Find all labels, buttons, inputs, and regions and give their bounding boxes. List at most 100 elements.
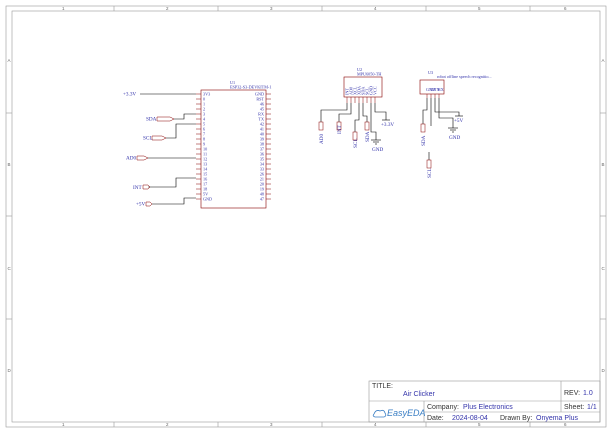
esp32-right-pin-label: 40 (260, 131, 264, 136)
esp32-part-name: ESP32-S3-DEVKITM-1 (230, 85, 271, 90)
esp32-left-pin-label: 5 (203, 121, 205, 126)
esp32-right-pin-label: 41 (260, 126, 264, 131)
sda-port-mpu (364, 121, 370, 131)
col-label: 3 (270, 422, 273, 427)
row-label: A (8, 58, 11, 63)
esp32-right-pin-label: RX (258, 111, 264, 116)
esp32-right-pin-label: 35 (260, 156, 264, 161)
esp32-left-pin-label: 17 (203, 181, 207, 186)
net-sda-label: SDA (146, 117, 157, 123)
drawn-label: Drawn By: (500, 415, 532, 422)
esp32-right-pin-label: 46 (260, 101, 264, 106)
company-label: Company: (427, 404, 459, 411)
net-scl-mpu-label: SCL (353, 138, 359, 148)
esp32-right-pin-label: 34 (260, 161, 265, 166)
esp32-left-pin-label: 4 (203, 116, 206, 121)
esp32-right-pin-label: 48 (260, 191, 264, 196)
mpu-part-name: MPU6050-TH (357, 72, 381, 77)
sheet-value: 1/1 (587, 404, 597, 411)
mpu-pin-label: XCL (352, 86, 357, 95)
easyeda-logo-text: EasyEDA (387, 408, 426, 418)
mpu-pin-label: XDA (356, 86, 361, 95)
drawn-value: Onyema Plus (536, 415, 579, 422)
project-title: Air Clicker (403, 391, 436, 398)
col-label: 1 (62, 422, 65, 427)
gnd-symbol-mpu (371, 139, 381, 145)
esp32-right-pin-label: 33 (260, 166, 264, 171)
voice-module[interactable]: U3 robot offline speech recognitio... GN… (419, 70, 492, 98)
rev-value: 1.0 (583, 390, 593, 397)
esp32-right-pin-label: 37 (260, 146, 264, 151)
title-label: TITLE: (372, 383, 393, 390)
sda-port-voice (420, 123, 426, 133)
net-sda-voice-label: SDA (421, 135, 427, 146)
net-3v3-label: +3.3V (123, 92, 136, 98)
esp32-left-pin-label: 2 (203, 106, 205, 111)
row-label: D (8, 368, 12, 373)
date-value: 2024-08-04 (452, 415, 488, 422)
mpu-designator: U2 (357, 67, 362, 72)
esp32-right-pin-label: 38 (260, 141, 264, 146)
esp32-right-pin-label: 20 (260, 181, 264, 186)
voice-part-name: robot offline speech recognitio... (437, 74, 492, 79)
gnd-symbol-voice (448, 127, 458, 133)
scl-port-mpu (352, 131, 358, 141)
int-port (142, 184, 151, 190)
frame-labels: 1 2 3 4 5 6 1 2 3 4 5 6 A B C D A B C D (8, 6, 606, 427)
mpu-pin-label: SDA (360, 87, 365, 95)
voice-pin-label: RX (438, 87, 444, 92)
sda-port (156, 116, 175, 122)
esp32-left-pin-label: 18 (203, 186, 207, 191)
esp32-left-pin-label: 16 (203, 176, 207, 181)
esp32-right-pin-label: 39 (260, 136, 264, 141)
esp32-right-pin-label: 19 (260, 186, 264, 191)
esp32-right-pin-label: 47 (260, 196, 264, 201)
drawing-frame (5, 5, 607, 428)
esp32-left-pin-label: 15 (203, 171, 207, 176)
esp32-module[interactable]: U1 ESP32-S3-DEVKITM-1 3V3012345678910111… (196, 80, 271, 209)
col-label: 6 (564, 422, 567, 427)
esp32-left-pin-label: 10 (203, 146, 207, 151)
row-label: B (8, 162, 11, 167)
col-label: 4 (374, 6, 377, 11)
voice-pin-label: 5V (430, 87, 435, 92)
esp32-left-pin-label: 13 (203, 161, 207, 166)
net-5v-label: +5V (136, 202, 146, 208)
col-label: 3 (270, 6, 273, 11)
title-block: TITLE: Air Clicker REV: 1.0 EasyEDA Comp… (368, 380, 601, 423)
esp32-right-pins: GNDRST4645RXTX42414039383736353433262120… (255, 91, 271, 201)
esp32-right-pin-label: 45 (260, 106, 264, 111)
col-label: 2 (166, 422, 169, 427)
esp32-left-pin-label: 12 (203, 156, 207, 161)
net-5v-voice-label: +5V (454, 118, 464, 124)
row-label: A (602, 58, 605, 63)
esp32-designator: U1 (230, 80, 235, 85)
row-label: D (602, 368, 606, 373)
esp32-right-pin-label: 26 (260, 171, 264, 176)
net-ad0-label: AD0 (126, 156, 136, 162)
sheet-label: Sheet: (564, 404, 584, 411)
col-label: 5 (478, 6, 481, 11)
esp32-left-pin-label: 8 (203, 136, 205, 141)
col-label: 1 (62, 6, 65, 11)
net-int-label: INT (133, 185, 142, 191)
mpu-pin-label: GND (368, 86, 373, 95)
esp32-right-pin-label: TX (258, 116, 264, 121)
net-3v3-mpu-label: +3.3V (381, 122, 394, 128)
esp32-left-pin-label: 1 (203, 101, 205, 106)
esp32-left-pin-label: 6 (203, 126, 205, 131)
voice-body (419, 79, 445, 95)
mpu-pin-label: AD0 (348, 87, 353, 95)
esp32-left-pin-label: 9 (203, 141, 205, 146)
net-int-mpu-label: INT (337, 125, 343, 134)
mpu-pin-label: VCC (372, 86, 377, 95)
col-label: 4 (374, 422, 377, 427)
mpu-pin-label: SCL (364, 87, 369, 95)
col-label: 5 (478, 422, 481, 427)
date-label: Date: (427, 415, 444, 422)
esp32-left-pin-label: 7 (203, 131, 205, 136)
